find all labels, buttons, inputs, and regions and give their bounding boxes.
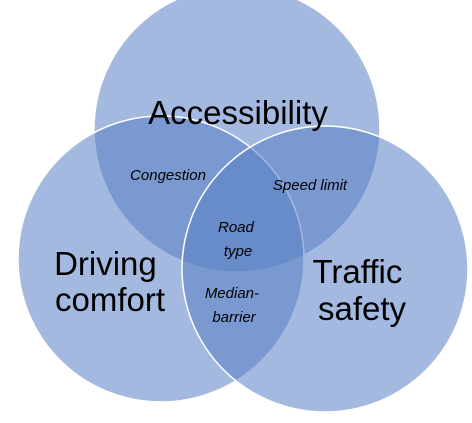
- road-type-label-line-1: Road: [218, 219, 255, 236]
- driving-comfort-label-line-1: Driving: [54, 245, 157, 282]
- traffic-safety-label-line-1: Traffic: [312, 253, 402, 290]
- traffic-safety-label: Traffic safety: [312, 253, 411, 327]
- speed-limit-label: Speed limit: [273, 177, 348, 194]
- median-barrier-label-line-2: barrier: [212, 309, 256, 326]
- driving-comfort-label: Driving comfort: [54, 245, 166, 318]
- traffic-safety-circle: [181, 125, 469, 413]
- median-barrier-label: Median- barrier: [205, 285, 263, 326]
- congestion-label: Congestion: [130, 167, 206, 184]
- accessibility-label: Accessibility: [148, 94, 328, 131]
- median-barrier-label-line-1: Median-: [205, 285, 259, 302]
- driving-comfort-label-line-2: comfort: [55, 281, 165, 318]
- road-type-label: Road type: [218, 219, 258, 260]
- road-type-label-line-2: type: [224, 243, 252, 260]
- traffic-safety-label-line-2: safety: [318, 290, 407, 327]
